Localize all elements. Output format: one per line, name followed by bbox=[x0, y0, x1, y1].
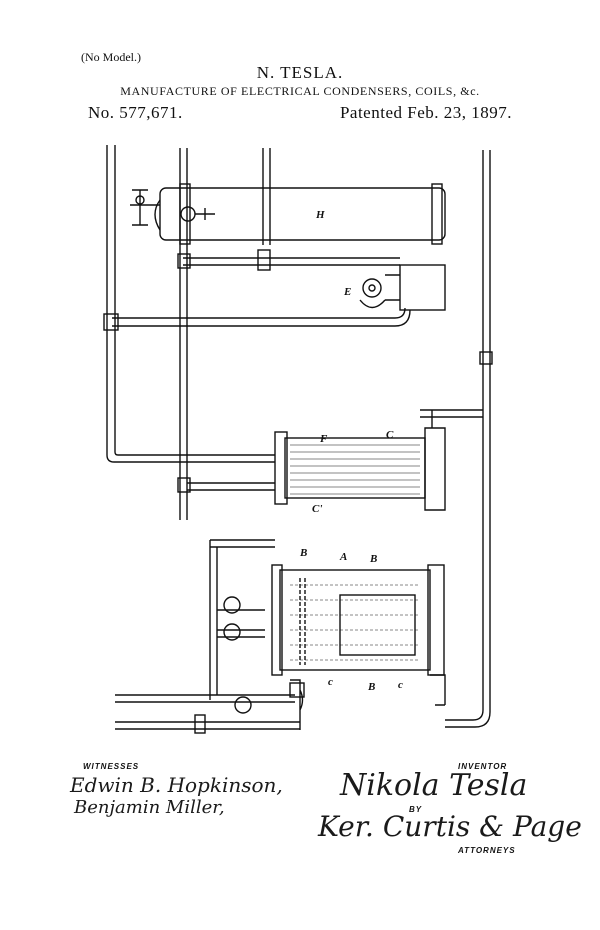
label-B3: B bbox=[367, 681, 375, 693]
patent-date: Patented Feb. 23, 1897. bbox=[339, 103, 512, 122]
patent-drawing: H E F C C' A B B B c c bbox=[103, 145, 493, 734]
inventor-signature: Nikola Tesla bbox=[340, 768, 528, 803]
inventor-title: N. TESLA. bbox=[256, 63, 344, 82]
label-C-left: C' bbox=[312, 503, 322, 515]
attorney-signature: Ker. Curtis & Page bbox=[318, 810, 582, 843]
by-label: BY bbox=[409, 805, 423, 814]
witness-2-signature: Benjamin Miller, bbox=[74, 797, 225, 818]
label-C-top: C bbox=[386, 429, 394, 441]
patent-subject: MANUFACTURE OF ELECTRICAL CONDENSERS, CO… bbox=[120, 84, 480, 98]
label-A: A bbox=[339, 551, 347, 563]
label-c1: c bbox=[328, 676, 333, 688]
model-note: (No Model.) bbox=[81, 50, 141, 64]
label-c2: c bbox=[398, 679, 403, 691]
label-B1: B bbox=[299, 547, 307, 559]
label-F: F bbox=[319, 433, 328, 445]
label-H: H bbox=[315, 209, 325, 221]
witness-1-signature: Edwin B. Hopkinson, bbox=[70, 773, 283, 797]
witnesses-label: WITNESSES bbox=[83, 762, 140, 771]
label-E: E bbox=[343, 286, 351, 298]
label-B2: B bbox=[369, 553, 377, 565]
patent-number: No. 577,671. bbox=[88, 103, 183, 122]
attorneys-label: ATTORNEYS bbox=[458, 846, 516, 855]
inventor-label: INVENTOR bbox=[458, 762, 508, 771]
